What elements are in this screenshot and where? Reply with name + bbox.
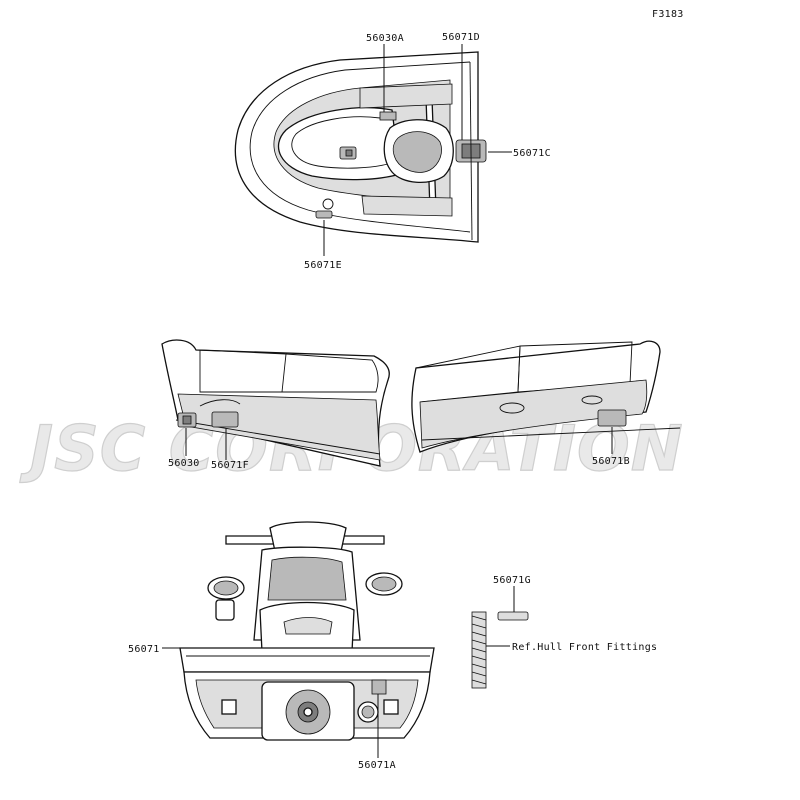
label-56071E: 56071E (304, 260, 342, 271)
figure-code: F3183 (652, 9, 684, 20)
top-view-drawing (234, 51, 487, 243)
reference-note: Ref.Hull Front Fittings (512, 642, 657, 653)
label-56071C: 56071C (513, 148, 551, 159)
label-56071A: 56071A (358, 760, 396, 771)
label-56030: 56030 (168, 458, 200, 469)
label-56030A: 56030A (366, 33, 404, 44)
ref-spring-drawing (471, 611, 529, 689)
rear-view-drawing (179, 521, 435, 741)
label-56071D: 56071D (442, 32, 480, 43)
label-56071: 56071 (128, 644, 160, 655)
side-view-drawing (161, 339, 681, 467)
label-56071B: 56071B (592, 456, 630, 467)
label-56071F: 56071F (211, 460, 249, 471)
label-56071G: 56071G (493, 575, 531, 586)
